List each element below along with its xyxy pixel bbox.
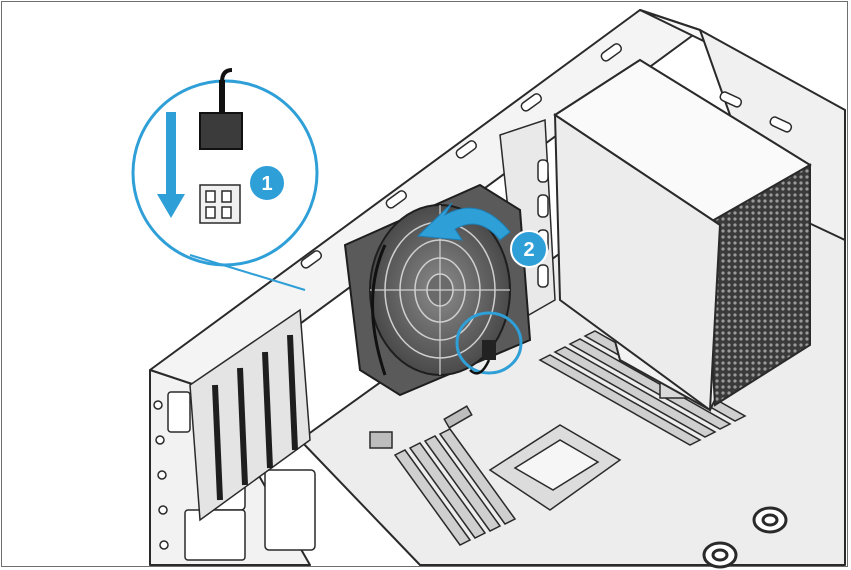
- expansion-cards: [189, 308, 311, 522]
- fan-connector-header: [482, 340, 496, 360]
- power-supply: [553, 58, 812, 412]
- step-number-2: 2: [523, 239, 534, 261]
- rail-slots: [300, 43, 793, 269]
- connector-highlight-circle: [455, 311, 523, 375]
- chassis-cutouts: [702, 506, 788, 569]
- step-badge-1: 1: [248, 164, 286, 202]
- step-badge-2: 2: [510, 230, 548, 268]
- curved-arrow-icon: [416, 202, 511, 241]
- fan-cable: [469, 359, 491, 375]
- down-arrow-icon: [157, 112, 185, 218]
- step-number-1: 1: [261, 173, 272, 195]
- connector-inset-callout: [131, 68, 319, 291]
